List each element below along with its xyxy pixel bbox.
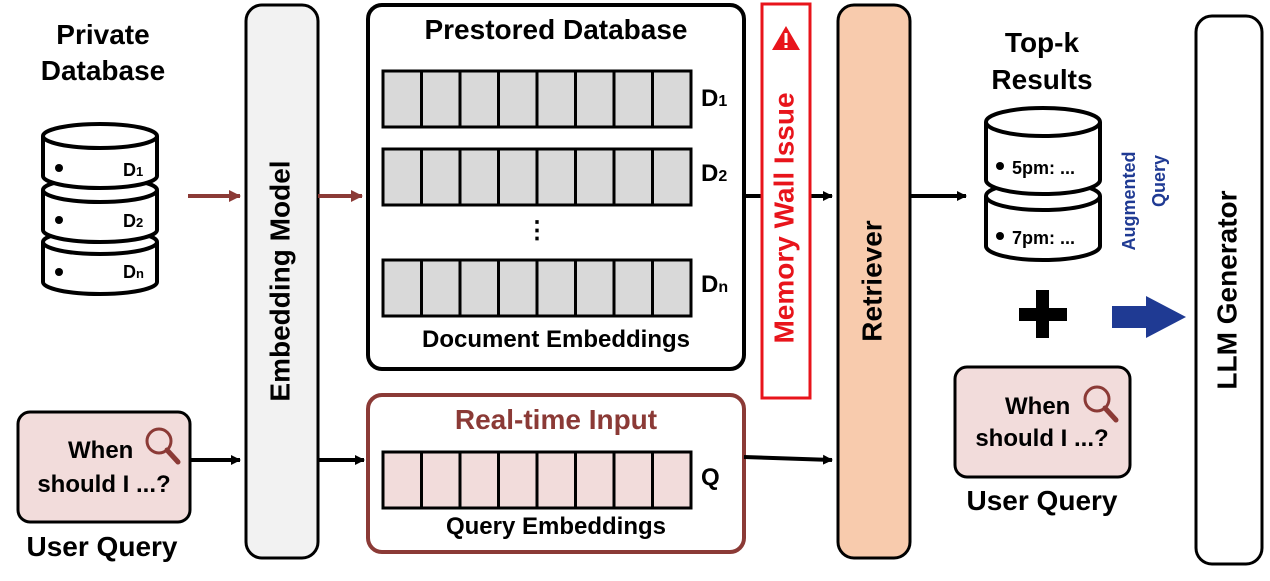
embedding-cell bbox=[458, 258, 500, 318]
embedding-cell bbox=[612, 450, 654, 510]
topk-row-2: 7pm: ... bbox=[1012, 228, 1075, 248]
private-db-dot-2 bbox=[55, 216, 63, 224]
document-embedding-row-1 bbox=[381, 69, 693, 129]
private-db-dot-1 bbox=[55, 164, 63, 172]
user-query-left-caption: User Query bbox=[27, 531, 178, 562]
document-embedding-row-n bbox=[381, 258, 693, 318]
augmented-query-line1: Augmented bbox=[1119, 152, 1139, 251]
augmented-query-arrow bbox=[1112, 296, 1186, 338]
private-db-row-1: D1 bbox=[123, 160, 143, 180]
embedding-cell bbox=[420, 69, 462, 129]
topk-title-line2: Results bbox=[991, 64, 1092, 95]
private-db-row-3: Dn bbox=[123, 262, 144, 282]
prestored-row-label-2: D2 bbox=[701, 160, 727, 187]
embedding-cell bbox=[651, 450, 693, 510]
topk-title-line1: Top-k bbox=[1005, 27, 1080, 58]
plus-icon bbox=[1019, 290, 1067, 338]
embedding-cell bbox=[458, 69, 500, 129]
query-embedding-row bbox=[381, 450, 693, 510]
user-query-right-caption: User Query bbox=[967, 485, 1118, 516]
query-embeddings-caption: Query Embeddings bbox=[446, 513, 666, 540]
magnifier-icon-left bbox=[145, 427, 181, 465]
embedding-cell bbox=[535, 147, 577, 207]
embedding-cell bbox=[420, 147, 462, 207]
embedding-model-box bbox=[244, 3, 320, 560]
prestored-database-title: Prestored Database bbox=[424, 14, 687, 45]
document-embedding-row-2 bbox=[381, 147, 693, 207]
user-query-right-box bbox=[953, 365, 1132, 479]
topk-database-icon bbox=[984, 106, 1102, 262]
arrow-realtime-to-retriever bbox=[743, 454, 833, 465]
private-db-dot-3 bbox=[55, 268, 63, 276]
topk-dot-2 bbox=[996, 232, 1004, 240]
private-database-title-line2: Database bbox=[41, 55, 166, 86]
user-query-left-line2: should I ...? bbox=[37, 471, 170, 498]
prestored-row-label-n: Dn bbox=[701, 271, 728, 298]
user-query-right-line2: should I ...? bbox=[975, 425, 1108, 452]
embedding-cell bbox=[458, 147, 500, 207]
llm-generator-label: LLM Generator bbox=[1211, 190, 1242, 389]
private-db-row-2: D2 bbox=[123, 211, 143, 231]
embedding-cell bbox=[420, 258, 462, 318]
topk-dot-1 bbox=[996, 162, 1004, 170]
user-query-left-box bbox=[16, 410, 192, 524]
augmented-query-line2: Query bbox=[1149, 155, 1169, 207]
embedding-cell bbox=[574, 258, 616, 318]
embedding-cell bbox=[612, 69, 654, 129]
embedding-cell bbox=[574, 147, 616, 207]
embedding-cell bbox=[651, 69, 693, 129]
embedding-cell bbox=[497, 147, 539, 207]
topk-row-1: 5pm: ... bbox=[1012, 158, 1075, 178]
llm-generator-box bbox=[1194, 14, 1264, 566]
private-database-title-line1: Private bbox=[56, 19, 149, 50]
magnifier-icon-right bbox=[1083, 385, 1119, 423]
query-row-label: Q bbox=[701, 464, 720, 491]
memory-wall-label: Memory Wall Issue bbox=[768, 92, 799, 343]
embedding-model-label: Embedding Model bbox=[264, 160, 295, 401]
user-query-right-line1: When bbox=[1005, 393, 1070, 420]
embedding-cell bbox=[381, 258, 423, 318]
embedding-cell bbox=[497, 69, 539, 129]
warning-icon bbox=[772, 26, 800, 50]
embedding-cell bbox=[535, 258, 577, 318]
retriever-box bbox=[836, 3, 912, 560]
memory-wall-box bbox=[760, 2, 812, 400]
embedding-cell bbox=[535, 450, 577, 510]
embedding-cell bbox=[651, 147, 693, 207]
embedding-cell bbox=[420, 450, 462, 510]
embedding-cell bbox=[574, 69, 616, 129]
embedding-cell bbox=[612, 258, 654, 318]
embedding-cell bbox=[497, 258, 539, 318]
embedding-cell bbox=[381, 147, 423, 207]
private-database-icon bbox=[41, 122, 159, 296]
prestored-ellipsis: ⋮ bbox=[525, 217, 549, 244]
document-embeddings-caption: Document Embeddings bbox=[422, 326, 690, 353]
realtime-input-title: Real-time Input bbox=[455, 404, 657, 435]
embedding-cell bbox=[381, 69, 423, 129]
embedding-cell bbox=[612, 147, 654, 207]
embedding-cell bbox=[497, 450, 539, 510]
embedding-cell bbox=[651, 258, 693, 318]
embedding-cell bbox=[458, 450, 500, 510]
embedding-cell bbox=[381, 450, 423, 510]
retriever-label: Retriever bbox=[856, 220, 887, 342]
embedding-cell bbox=[574, 450, 616, 510]
prestored-row-label-1: D1 bbox=[701, 85, 727, 112]
embedding-cell bbox=[535, 69, 577, 129]
user-query-left-line1: When bbox=[68, 437, 133, 464]
